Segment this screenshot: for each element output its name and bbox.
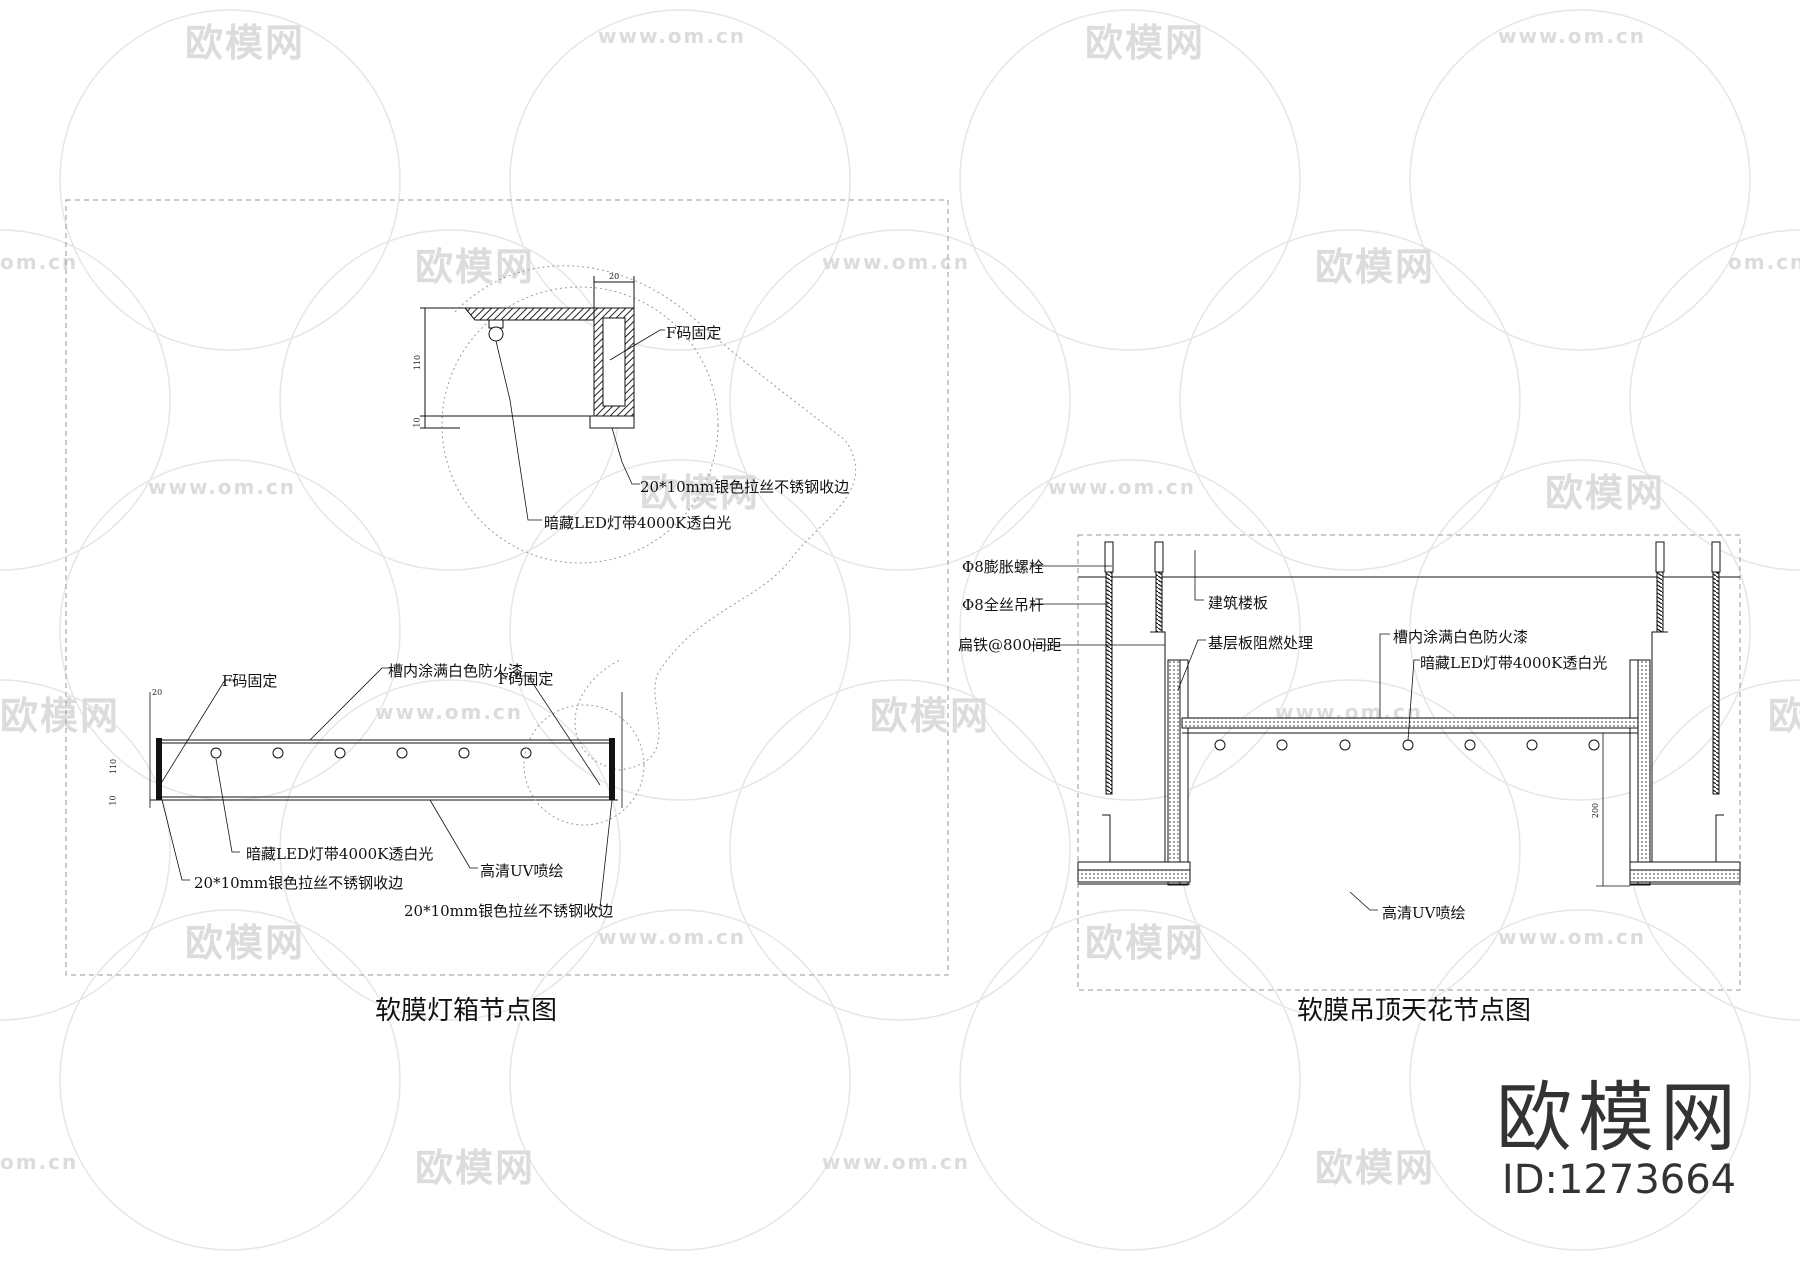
left-drawing-caption: 软膜灯箱节点图	[375, 996, 558, 1026]
section-steel-trim-right-label: 20*10mm银色拉丝不锈钢收边	[404, 902, 614, 920]
watermark-url: www.om.cn	[822, 1150, 971, 1174]
watermark-url: www.om.cn	[375, 700, 524, 724]
watermark-url: om.cn	[0, 1150, 79, 1174]
led-strip-label: 暗藏LED灯带4000K透白光	[1420, 654, 1608, 672]
right-drawing-caption: 软膜吊顶天花节点图	[1297, 996, 1532, 1026]
section-led-strip-label: 暗藏LED灯带4000K透白光	[246, 845, 434, 863]
groove-paint-label: 槽内涂满白色防火漆	[1393, 628, 1529, 646]
dimension-label: 10	[108, 795, 118, 806]
watermark-url: www.om.cn	[598, 925, 747, 949]
watermark-url: www.om.cn	[1498, 925, 1647, 949]
dimension-label: 10	[412, 417, 422, 428]
watermark-logo: 欧模网	[415, 245, 536, 289]
detail-steel-trim-label: 20*10mm银色拉丝不锈钢收边	[640, 478, 850, 496]
detail-f-clip-label: F码固定	[666, 324, 722, 342]
threaded-rod-label: Φ8全丝吊杆	[962, 596, 1044, 614]
watermark-url: www.om.cn	[822, 250, 971, 274]
uv-print-label: 高清UV喷绘	[1382, 904, 1466, 922]
watermark-url: om.cn	[0, 250, 79, 274]
watermark-url: om.cn	[1728, 250, 1800, 274]
light-box-section	[149, 667, 645, 909]
watermark-logo: 欧模网	[1768, 694, 1800, 738]
expansion-bolt-label: Φ8膨胀螺栓	[962, 558, 1044, 576]
watermark-logo: 欧模网	[0, 694, 121, 738]
floor-slab-label: 建筑楼板	[1208, 594, 1269, 612]
section-f-clip-right-label: F码固定	[498, 670, 554, 688]
watermark-logo: 欧模网	[1315, 245, 1436, 289]
watermark-logo: 欧模网	[1085, 921, 1206, 965]
watermark-url: www.om.cn	[1048, 475, 1197, 499]
watermark-url: www.om.cn	[598, 24, 747, 48]
detail-led-strip-label: 暗藏LED灯带4000K透白光	[544, 514, 732, 532]
base-board-label: 基层板阻燃处理	[1208, 634, 1314, 652]
watermark-logo: 欧模网	[1545, 471, 1666, 515]
watermark-logo: 欧模网	[185, 21, 306, 65]
brand-id: ID:1273664	[1501, 1157, 1737, 1203]
left-drawing-frame	[65, 199, 949, 976]
watermark-logo: 欧模网	[415, 1146, 536, 1190]
watermark-logo: 欧模网	[185, 921, 306, 965]
watermark-logo: 欧模网	[870, 694, 991, 738]
ceiling-section	[1030, 541, 1741, 911]
dimension-label: 20	[152, 688, 163, 697]
section-f-clip-left-label: F码固定	[222, 672, 278, 690]
flat-iron-label: 扁铁@800间距	[958, 636, 1062, 654]
watermark-logo: 欧模网	[1085, 21, 1206, 65]
dimension-label: 110	[109, 758, 119, 775]
dimension-label: 110	[413, 354, 423, 371]
brand-block: 欧模网 ID:1273664	[1496, 1080, 1742, 1204]
section-groove-paint-label: 槽内涂满白色防火漆	[388, 662, 524, 680]
section-steel-trim-left-label: 20*10mm银色拉丝不锈钢收边	[194, 874, 404, 892]
detail-callout	[420, 265, 857, 771]
dimension-label: 200	[1591, 802, 1601, 819]
dimension-label: 20	[609, 272, 620, 281]
section-uv-print-label: 高清UV喷绘	[480, 862, 564, 880]
watermark-url: www.om.cn	[148, 475, 297, 499]
watermark-logo: 欧模网	[640, 471, 761, 515]
brand-name: 欧模网	[1496, 1073, 1742, 1162]
watermark-logo: 欧模网	[1315, 1146, 1436, 1190]
watermark-url: www.om.cn	[1498, 24, 1647, 48]
